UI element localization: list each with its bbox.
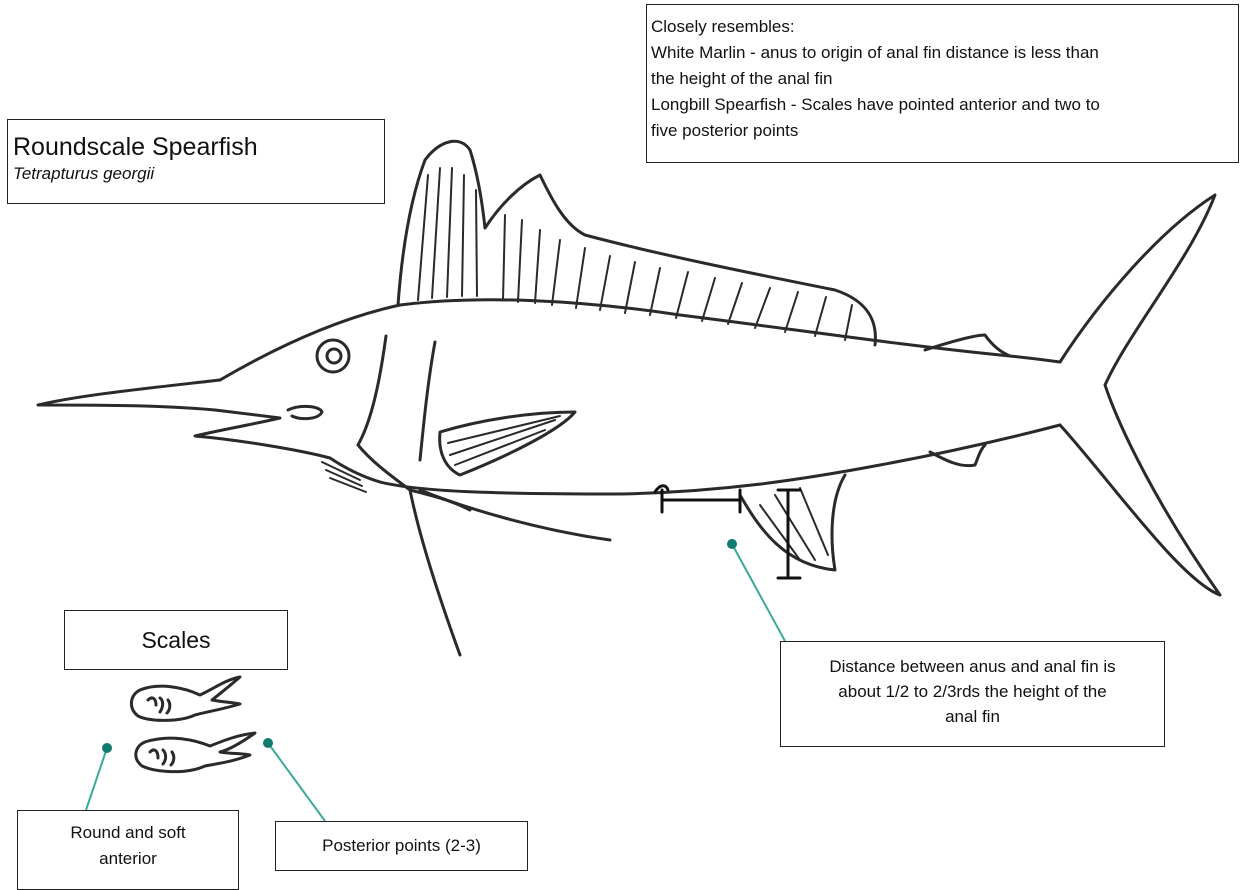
anterior-callout: Round and soft anterior <box>17 810 239 890</box>
callout-line: anal fin <box>789 704 1156 729</box>
body-outline-top <box>220 300 1060 380</box>
callout-dot-posterior <box>263 738 273 748</box>
scales-label-box: Scales <box>64 610 288 670</box>
resembles-line: Longbill Spearfish - Scales have pointed… <box>651 92 1234 118</box>
resembles-line: the height of the anal fin <box>651 66 1234 92</box>
resembles-line: White Marlin - anus to origin of anal fi… <box>651 40 1234 66</box>
callout-dot-anus <box>727 539 737 549</box>
resembles-line: five posterior points <box>651 118 1234 144</box>
callout-line: anterior <box>22 846 234 872</box>
callout-line: about 1/2 to 2/3rds the height of the <box>789 679 1156 704</box>
gill-cover <box>358 336 410 490</box>
callout-line: Round and soft <box>22 820 234 846</box>
pectoral-fin <box>440 412 575 475</box>
first-dorsal-fin <box>398 141 875 345</box>
common-name: Roundscale Spearfish <box>13 132 384 162</box>
dorsal-fin-rays <box>418 168 852 340</box>
scale-drawing-2 <box>136 733 255 772</box>
callout-line: Distance between anus and anal fin is <box>789 654 1156 679</box>
callout-dot-anterior <box>102 743 112 753</box>
caudal-fin <box>1060 195 1220 595</box>
posterior-label: Posterior points (2-3) <box>322 836 481 855</box>
posterior-callout: Posterior points (2-3) <box>275 821 528 871</box>
resembles-box: Closely resembles: White Marlin - anus t… <box>646 4 1239 163</box>
scientific-name: Tetrapturus georgii <box>13 164 384 184</box>
species-title-box: Roundscale Spearfish Tetrapturus georgii <box>7 119 385 204</box>
bill <box>38 380 220 410</box>
lower-jaw <box>195 410 380 482</box>
resembles-heading: Closely resembles: <box>651 14 1234 40</box>
anus-fin-callout: Distance between anus and anal fin is ab… <box>780 641 1165 747</box>
scales-label: Scales <box>141 627 210 653</box>
pelvic-fin <box>410 490 460 655</box>
